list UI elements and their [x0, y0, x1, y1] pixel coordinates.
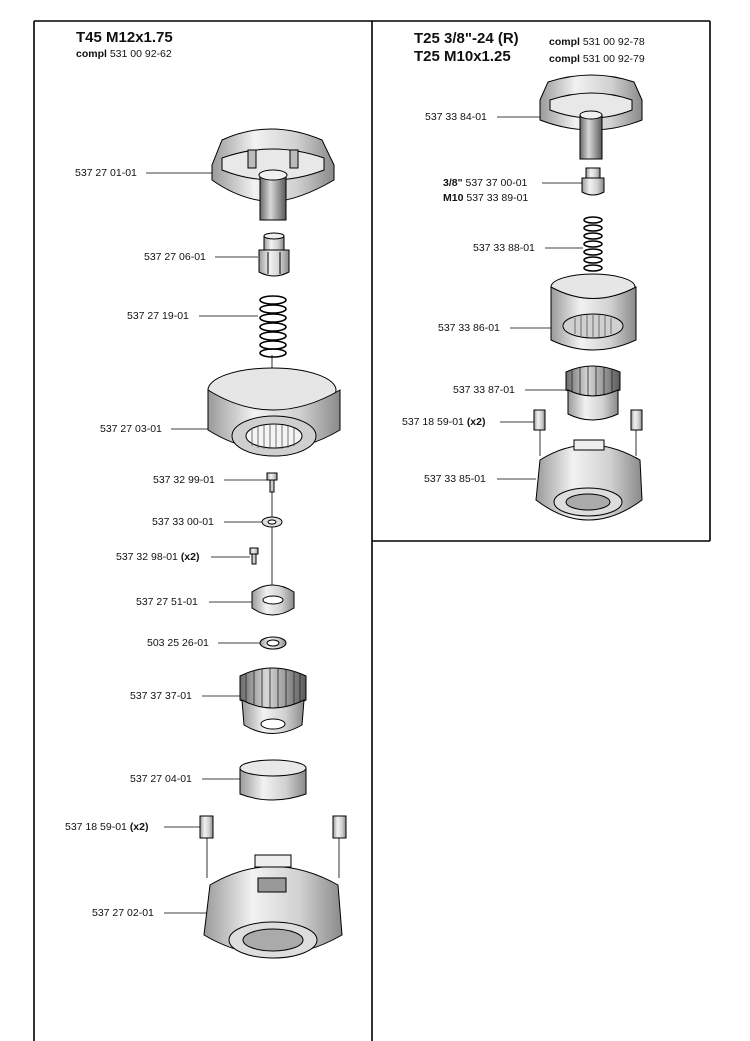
clip-parts-right [533, 409, 643, 431]
left-compl-label: compl [76, 48, 107, 60]
part-label: 537 27 01-01 [75, 167, 137, 179]
cover-part-right [539, 74, 643, 160]
small-screw-part-left [249, 547, 259, 565]
part-label: 537 27 03-01 [100, 423, 162, 435]
frame-lines [33, 20, 711, 1041]
part-prefix: 3/8" [443, 177, 463, 189]
part-label: 503 25 26-01 [147, 637, 209, 649]
part-number: 537 33 89-01 [466, 192, 529, 204]
housing-part-left [203, 854, 343, 959]
part-label: 537 27 06-01 [144, 251, 206, 263]
housing-part-right [535, 439, 643, 521]
part-label-qty: 537 18 59-01 (x2) [65, 821, 149, 833]
right-compl-1: compl 531 00 92-78 [549, 36, 645, 48]
part-label: 537 27 02-01 [92, 907, 154, 919]
right-leader-lines [497, 116, 637, 480]
part-label-qty: 537 32 98-01 (x2) [116, 551, 200, 563]
left-compl-number: 531 00 92-62 [109, 48, 172, 60]
part-label: 537 33 87-01 [453, 384, 515, 396]
nut-part-left [258, 232, 290, 277]
part-label: 537 37 37-01 [130, 690, 192, 702]
part-label: 537 33 86-01 [438, 322, 500, 334]
part-label: 537 27 04-01 [130, 773, 192, 785]
part-label: 537 27 19-01 [127, 310, 189, 322]
part-qty: (x2) [180, 551, 200, 563]
part-label: 537 33 88-01 [473, 242, 535, 254]
right-compl-number-1: 531 00 92-78 [582, 36, 645, 48]
left-leader-lines [146, 172, 340, 914]
right-title-1: T25 3/8"-24 (R) [414, 30, 519, 47]
part-label: 537 33 84-01 [425, 111, 487, 123]
part-qty: (x2) [466, 416, 486, 428]
right-title-2: T25 M10x1.25 [414, 48, 511, 65]
part-label: 537 33 00-01 [152, 516, 214, 528]
right-compl-number-2: 531 00 92-79 [582, 53, 645, 65]
sleeve-part-left [239, 759, 307, 801]
knob-part-right [565, 365, 621, 421]
part-label-prefixed: M10 537 33 89-01 [443, 192, 528, 204]
spring-part-right [583, 216, 603, 272]
spool-part-right [550, 273, 637, 351]
clip-parts-left [199, 815, 347, 839]
right-compl-label-2: compl [549, 53, 580, 65]
part-qty: (x2) [129, 821, 149, 833]
hub-part-left [251, 584, 295, 616]
part-label: 537 32 99-01 [153, 474, 215, 486]
left-title: T45 M12x1.75 [76, 29, 173, 46]
right-compl-label-1: compl [549, 36, 580, 48]
part-label-prefixed: 3/8" 537 37 00-01 [443, 177, 527, 189]
cover-part-left [211, 128, 335, 221]
part-number: 537 18 59-01 [402, 416, 464, 428]
part-label-qty: 537 18 59-01 (x2) [402, 416, 486, 428]
part-label: 537 33 85-01 [424, 473, 486, 485]
spool-part-left [207, 367, 341, 457]
nut-part-right [581, 167, 605, 196]
part-number: 537 18 59-01 [65, 821, 127, 833]
part-number: 537 32 98-01 [116, 551, 178, 563]
part-number: 537 37 00-01 [465, 177, 528, 189]
screw-part-left [266, 472, 278, 493]
part-label: 537 27 51-01 [136, 596, 198, 608]
washer-part-left [261, 516, 283, 528]
part-prefix: M10 [443, 192, 464, 204]
left-compl: compl 531 00 92-62 [76, 48, 172, 60]
knob-part-left [239, 667, 307, 734]
spring-part-left [259, 295, 287, 358]
right-compl-2: compl 531 00 92-79 [549, 53, 645, 65]
nut2-part-left [259, 636, 287, 650]
